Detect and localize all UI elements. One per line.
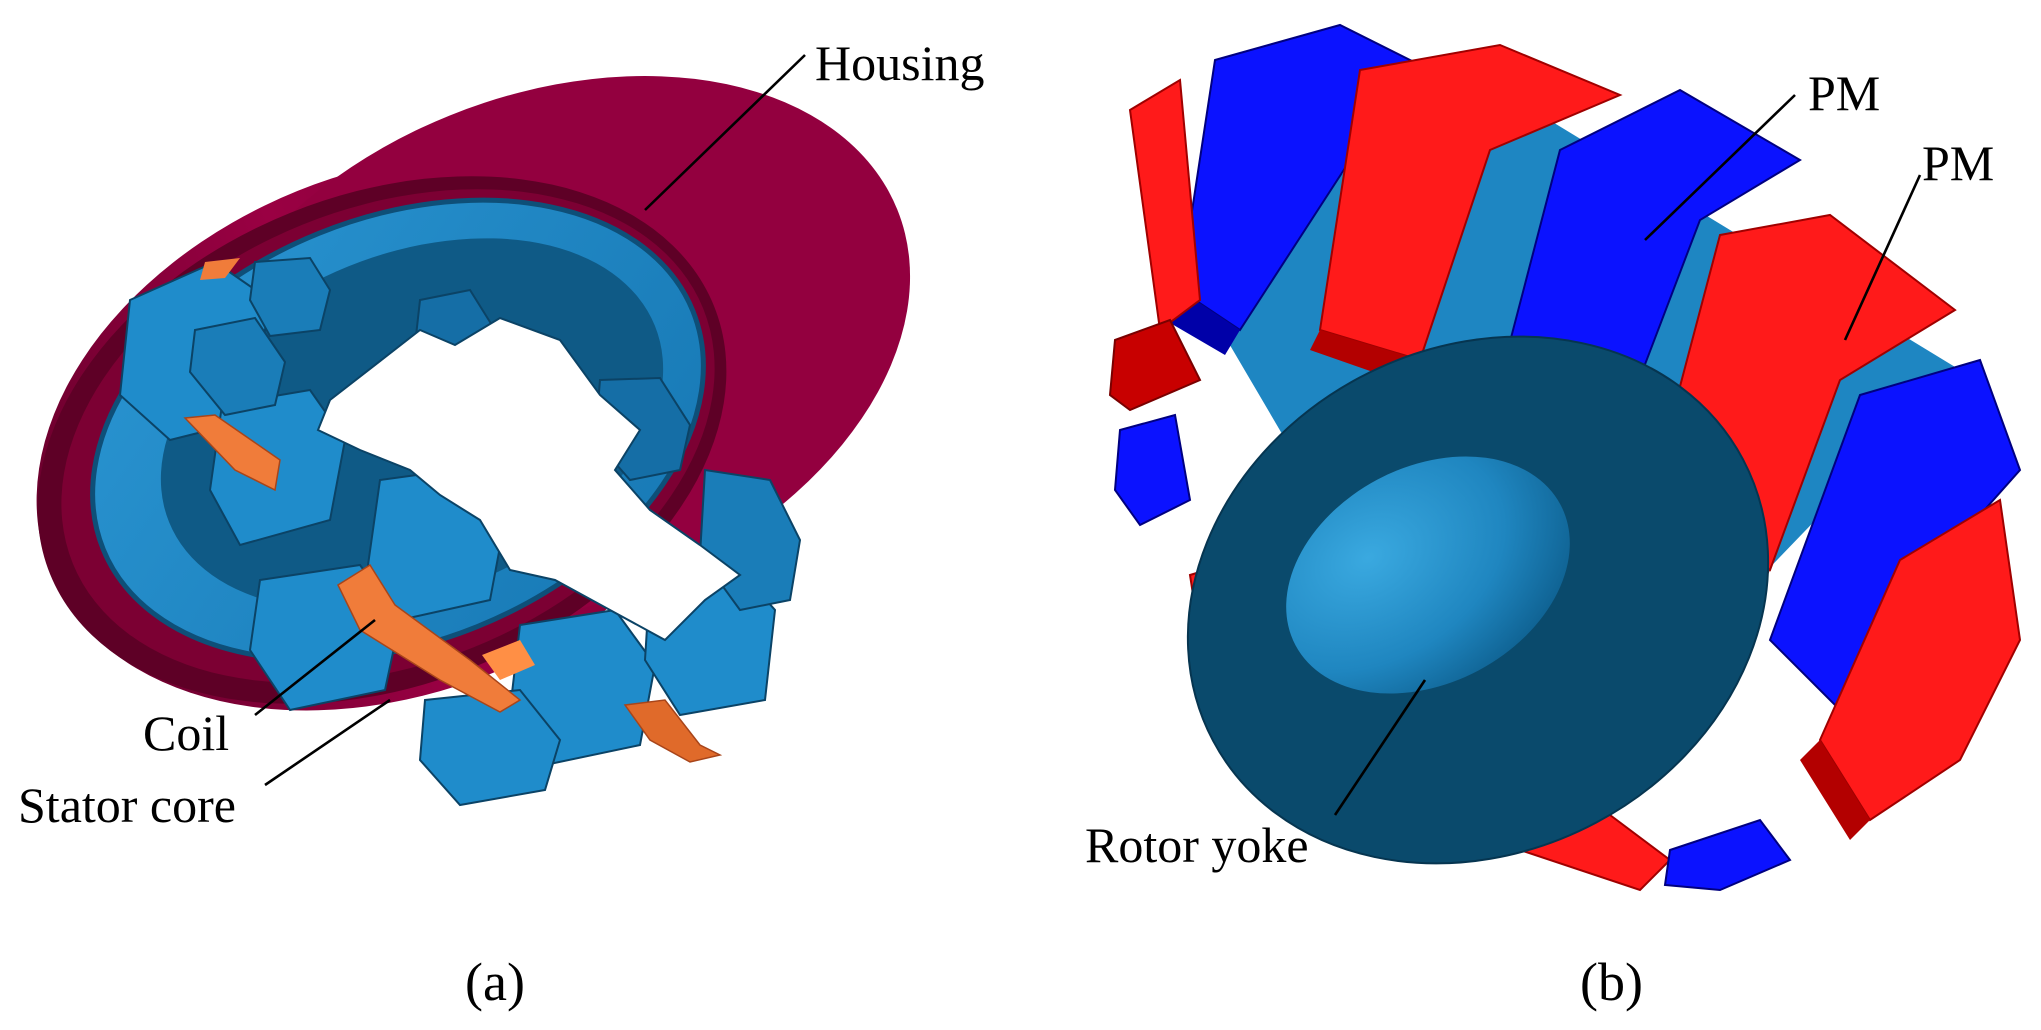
coil-segment	[183, 414, 281, 492]
panel-b-rotor-assembly: PM PM Rotor yoke (b)	[1085, 23, 2022, 1012]
label-coil: Coil	[143, 705, 229, 761]
pm-red	[1128, 78, 1202, 332]
coils	[183, 258, 723, 763]
stator-tooth	[418, 688, 562, 807]
rotor-yoke-leader-line	[1333, 679, 1427, 816]
pm-blue	[1663, 818, 1792, 892]
caption-b: (b)	[1580, 952, 1643, 1012]
pm-red	[1800, 740, 1870, 840]
stator-core-leader-line	[264, 698, 391, 787]
pm-2-leader-line	[1843, 174, 1922, 341]
stator-tooth	[188, 316, 287, 417]
panel-a-stator-assembly: Housing Coil Stator core (a)	[18, 35, 984, 1012]
pm-red	[1108, 318, 1202, 412]
label-stator-core: Stator core	[18, 777, 236, 833]
rotor-bore	[1286, 456, 1570, 694]
coil-segment	[623, 699, 723, 763]
coil-segment	[337, 563, 522, 713]
label-pm-2: PM	[1922, 135, 1994, 191]
stator-tooth	[248, 256, 332, 338]
label-housing: Housing	[815, 35, 984, 91]
label-pm-1: PM	[1808, 65, 1880, 121]
pm-blue	[1113, 413, 1192, 527]
pm-1-leader-line	[1644, 94, 1796, 241]
housing-leader-line	[644, 54, 806, 211]
coil-leader-line	[254, 618, 376, 717]
caption-a: (a)	[465, 952, 525, 1012]
coil-segment	[200, 258, 240, 280]
label-rotor-yoke: Rotor yoke	[1085, 817, 1309, 873]
coil-segment	[482, 640, 535, 680]
stator-bore-opening	[316, 316, 742, 642]
